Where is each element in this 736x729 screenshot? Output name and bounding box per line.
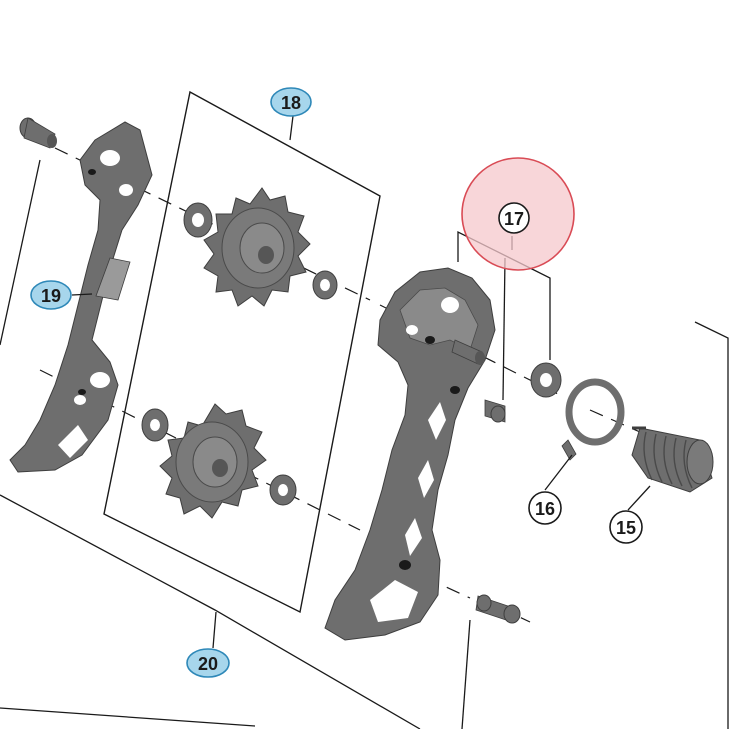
- callout-15-label: 15: [616, 518, 636, 538]
- callout-17[interactable]: 17: [498, 202, 530, 234]
- lower-washer-right: [269, 474, 297, 506]
- upper-pulley: [203, 187, 311, 307]
- inner-cage-plate: [9, 121, 153, 473]
- callout-20-label: 20: [198, 654, 218, 674]
- upper-washer-right: [312, 270, 338, 300]
- callout-16[interactable]: 16: [528, 491, 562, 525]
- spring-ring: [561, 378, 625, 461]
- callout-18-label: 18: [281, 93, 301, 113]
- spring-coil: [631, 426, 714, 493]
- callout-19[interactable]: 19: [30, 280, 72, 310]
- callout-18[interactable]: 18: [270, 87, 312, 117]
- callout-17-label: 17: [504, 209, 524, 229]
- cage-bolt-top: [19, 117, 57, 149]
- outer-cage-plate: [324, 267, 496, 641]
- cage-bolt-bottom: [475, 594, 521, 624]
- pulley-set-frame: [103, 90, 381, 614]
- callout-19-label: 19: [41, 286, 61, 306]
- callout-20[interactable]: 20: [186, 648, 230, 678]
- upper-washer-left: [183, 202, 213, 238]
- callout-15[interactable]: 15: [609, 510, 643, 544]
- stopper-pin: [484, 399, 506, 423]
- cage-washer: [530, 362, 562, 398]
- lower-washer-left: [141, 408, 169, 442]
- lower-pulley: [159, 403, 267, 519]
- assembly-bracket-lines: [0, 159, 729, 729]
- callout-16-label: 16: [535, 499, 555, 519]
